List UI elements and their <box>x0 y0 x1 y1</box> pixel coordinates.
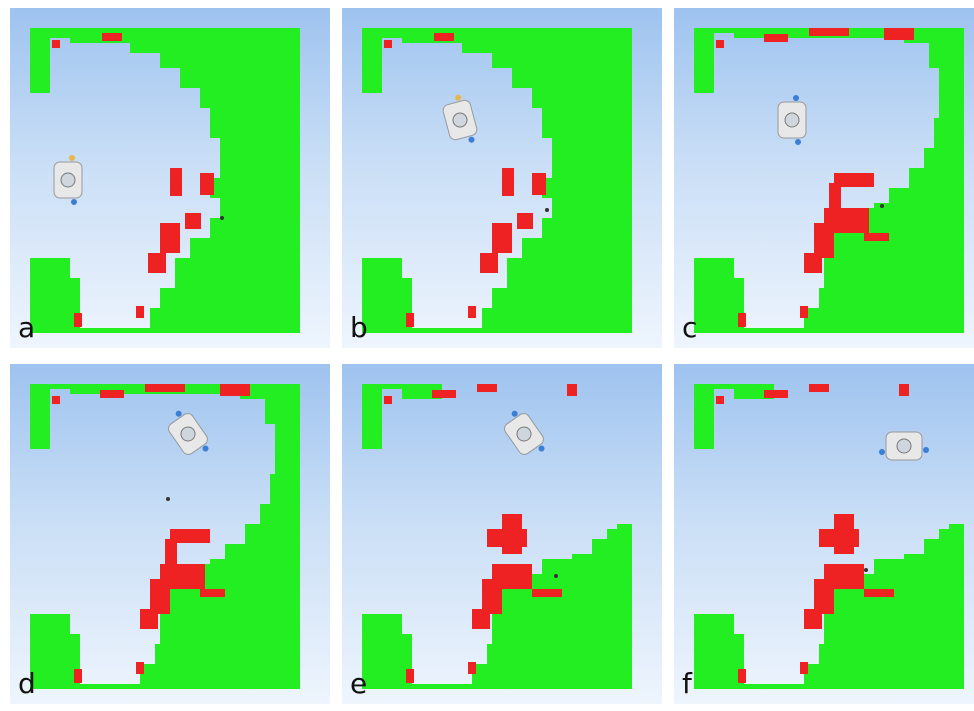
panel-label: d <box>18 667 36 700</box>
panel-e: e <box>342 364 662 704</box>
panel-label: a <box>18 311 36 344</box>
frontier-cells <box>716 28 914 327</box>
map-d <box>30 384 300 689</box>
panel-c: c <box>674 8 974 348</box>
rover-robot-icon <box>53 155 83 205</box>
panel-b: b <box>342 8 662 348</box>
map-f <box>694 384 964 689</box>
frontier-cells <box>52 33 214 327</box>
map-a <box>30 28 300 333</box>
rover-robot-icon <box>777 95 807 145</box>
panel-label: f <box>682 667 692 700</box>
target-marker-icon <box>864 568 868 572</box>
panel-label: b <box>350 311 368 344</box>
panel-label: e <box>350 667 368 700</box>
panel-d: d <box>10 364 330 704</box>
frontier-cells <box>716 384 909 683</box>
rover-robot-icon <box>504 410 545 455</box>
rover-robot-icon <box>879 431 929 461</box>
map-e <box>362 384 632 689</box>
map-c <box>694 28 964 333</box>
explored-region <box>694 384 964 689</box>
explored-region <box>30 28 300 333</box>
rover-robot-icon <box>442 94 478 143</box>
explored-region <box>362 384 632 689</box>
frontier-cells <box>384 384 577 683</box>
frontier-cells <box>384 33 546 327</box>
explored-region <box>30 384 300 689</box>
panel-f: f <box>674 364 974 704</box>
target-marker-icon <box>545 208 549 212</box>
rover-robot-icon <box>168 410 209 455</box>
target-marker-icon <box>166 497 170 501</box>
explored-region <box>362 28 632 333</box>
target-marker-icon <box>554 574 558 578</box>
panel-a: a <box>10 8 330 348</box>
target-marker-icon <box>220 216 224 220</box>
map-b <box>362 28 632 333</box>
target-marker-icon <box>880 204 884 208</box>
panel-label: c <box>682 311 698 344</box>
explored-region <box>694 28 964 333</box>
frontier-cells <box>52 384 250 683</box>
